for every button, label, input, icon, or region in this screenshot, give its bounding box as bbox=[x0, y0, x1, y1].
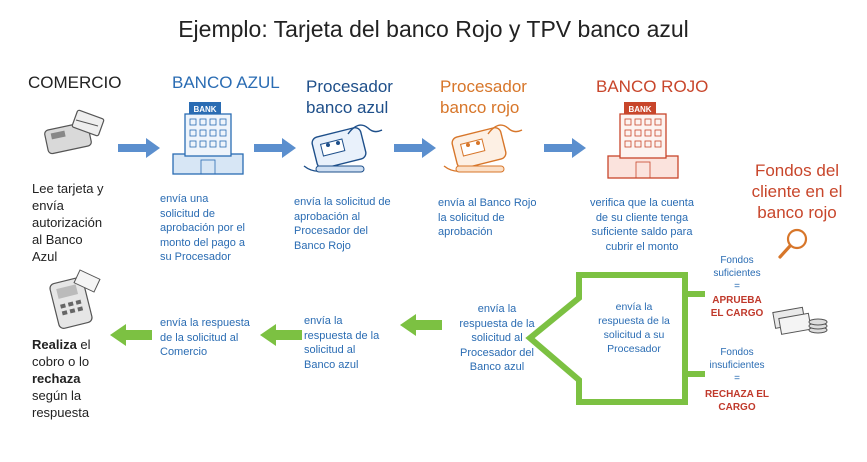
bank-logo-text: BANK bbox=[628, 105, 651, 114]
bank-building-blue-icon: BANK bbox=[172, 102, 244, 175]
header-banco-azul: BANCO AZUL bbox=[172, 73, 280, 92]
processor-blue-icon bbox=[303, 124, 383, 173]
arrow-right-icon bbox=[394, 138, 436, 158]
processor-red-icon bbox=[443, 124, 523, 173]
green-response-arrow bbox=[525, 272, 705, 405]
diagram-title: Ejemplo: Tarjeta del banco Rojo y TPV ba… bbox=[178, 16, 689, 42]
arrow-left-icon bbox=[400, 314, 442, 336]
magnifying-glass-icon bbox=[778, 228, 808, 259]
header-comercio: COMERCIO bbox=[28, 73, 122, 92]
arrow-right-icon bbox=[254, 138, 296, 158]
header-banco-rojo: BANCO ROJO bbox=[596, 77, 709, 96]
card-machine-icon bbox=[44, 109, 105, 155]
bank-logo-text: BANK bbox=[193, 105, 216, 114]
bank-building-red-icon: BANK bbox=[607, 102, 679, 179]
arrow-right-icon bbox=[118, 138, 160, 158]
arrow-right-icon bbox=[544, 138, 586, 158]
card-terminal-icon bbox=[49, 269, 101, 329]
arrow-left-icon bbox=[110, 324, 152, 346]
arrow-left-icon bbox=[260, 324, 302, 346]
resultado-text: Realiza el cobro o lo rechaza según la r… bbox=[32, 337, 91, 420]
money-stack-icon bbox=[772, 306, 828, 335]
